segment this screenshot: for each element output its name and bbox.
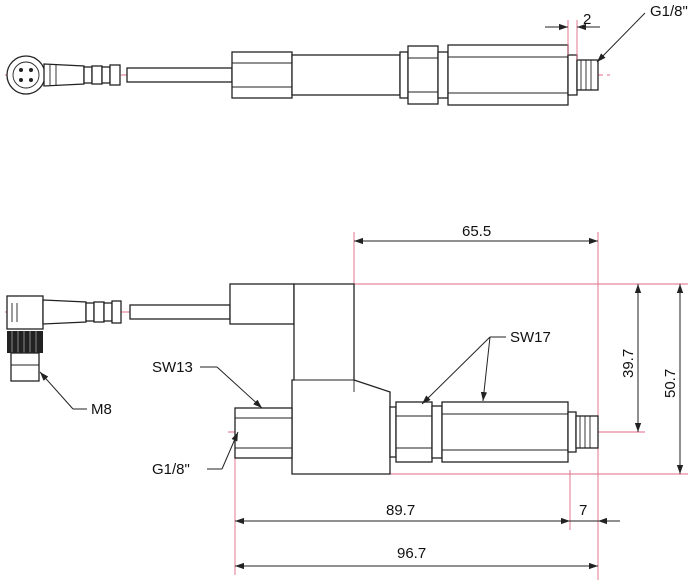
- sw13-leader: [216, 366, 263, 409]
- connector-side-ring-a: [85, 302, 95, 322]
- m8-pin-housing: [10, 352, 40, 382]
- top-view: 2 G1/8": [5, 3, 688, 106]
- top-cable-gland: [231, 51, 293, 99]
- thread-label-m8: M8: [91, 401, 112, 418]
- side-housing: [291, 283, 391, 475]
- wrench-label-sw17: SW17: [510, 329, 551, 346]
- side-thread-shoulder: [567, 411, 577, 453]
- connector-side-grip: [42, 299, 87, 325]
- top-nut-collar: [437, 51, 449, 99]
- connector-side-ring-d: [111, 300, 122, 324]
- side-hex-nut-sw17: [395, 401, 433, 463]
- connector-side-ring-c: [103, 302, 113, 322]
- connector-side-ring-b: [93, 301, 105, 323]
- top-nut-flange: [399, 51, 409, 99]
- angled-connector: [6, 295, 122, 382]
- top-cable: [126, 67, 233, 83]
- top-thread-shoulder: [567, 54, 578, 96]
- m8-leader: [39, 371, 74, 410]
- connector-ring-b: [91, 65, 103, 85]
- m8-knurled-nut: [7, 331, 43, 353]
- thread-label-inlet: G1/8": [152, 461, 190, 478]
- top-sensor-body: [447, 44, 569, 106]
- dim-label-2: 2: [583, 11, 591, 28]
- connector-grip: [43, 63, 85, 87]
- side-nut-collar: [431, 405, 443, 459]
- connector-ring-d: [109, 64, 121, 86]
- top-housing: [291, 54, 401, 96]
- inlet-thread-leader: [221, 431, 239, 470]
- top-thread-g18: [576, 59, 599, 91]
- thread-label-top: G1/8": [650, 3, 688, 20]
- connector-ring-c: [101, 66, 111, 84]
- sw17-leader-nut: [421, 336, 491, 405]
- wrench-label-sw13: SW13: [152, 359, 193, 376]
- dim-label-96-7: 96.7: [397, 545, 426, 562]
- connector-face: [6, 55, 46, 95]
- side-cable: [129, 304, 231, 320]
- thread-leader-top: [596, 12, 646, 63]
- dim-label-50-7: 50.7: [662, 369, 679, 398]
- connector-ring-a: [83, 66, 93, 84]
- side-cable-gland: [229, 283, 295, 325]
- top-hex-nut: [407, 45, 439, 105]
- sw17-leader-body: [480, 336, 491, 402]
- side-view: 65.5 39.7 50.7 SW17 SW13 M8 G1/8" 89.7 7: [5, 223, 688, 580]
- dim-label-89-7: 89.7: [386, 502, 415, 519]
- dim-label-39-7: 39.7: [620, 349, 637, 378]
- dim-label-7: 7: [579, 502, 587, 519]
- side-nut-flange: [389, 406, 397, 458]
- side-thread: [575, 415, 599, 449]
- dim-label-65-5: 65.5: [462, 223, 491, 240]
- inlet-hex-sw13: [234, 407, 293, 459]
- side-sensor-body: [441, 401, 569, 463]
- connector-head: [6, 295, 44, 330]
